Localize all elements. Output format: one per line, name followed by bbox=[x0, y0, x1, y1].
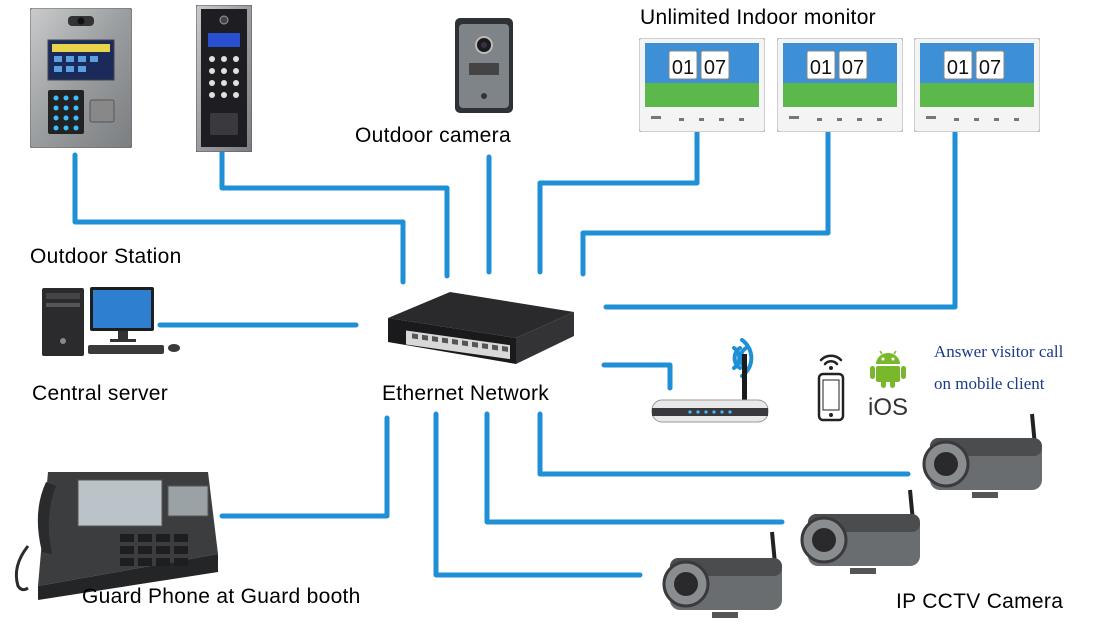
cable-monitor-3 bbox=[603, 130, 958, 310]
monitor-1-clock-minute: 07 bbox=[704, 57, 726, 79]
cctv-camera-2-icon bbox=[800, 489, 920, 574]
outdoor-station-label: Outdoor Station bbox=[30, 245, 182, 268]
ip-cctv-label: IP CCTV Camera bbox=[896, 590, 1064, 613]
central-server-pc-icon bbox=[42, 287, 180, 356]
guard-phone-label: Guard Phone at Guard booth bbox=[82, 585, 361, 608]
indoor-monitor-3-icon: 01 07 bbox=[914, 38, 1040, 132]
smartphone-icon bbox=[817, 354, 845, 422]
outdoor-station-keypad-icon bbox=[196, 5, 252, 152]
ethernet-switch-icon bbox=[388, 292, 574, 364]
outdoor-station-panel-icon bbox=[30, 8, 132, 148]
outdoor-camera-icon bbox=[455, 18, 513, 113]
cable-outdoor-station-1 bbox=[72, 152, 406, 285]
mobile-note-line2: on mobile client bbox=[934, 374, 1045, 393]
android-icon bbox=[870, 350, 906, 388]
cable-cctv-1 bbox=[433, 411, 643, 578]
wifi-router-icon bbox=[651, 338, 769, 423]
cctv-camera-3-icon bbox=[662, 531, 782, 618]
central-server-label: Central server bbox=[32, 382, 169, 405]
cctv-camera-1-icon bbox=[922, 413, 1042, 498]
cable-cctv-2 bbox=[484, 411, 785, 525]
cable-cctv-3 bbox=[537, 411, 911, 477]
monitor-2-clock-hour: 01 bbox=[810, 57, 832, 79]
monitor-3-clock-hour: 01 bbox=[947, 57, 969, 79]
indoor-monitor-label: Unlimited Indoor monitor bbox=[640, 6, 876, 29]
cable-monitor-1 bbox=[537, 130, 700, 275]
outdoor-camera-label: Outdoor camera bbox=[355, 124, 511, 147]
ethernet-network-label: Ethernet Network bbox=[382, 382, 550, 405]
cable-outdoor-station-2 bbox=[219, 149, 450, 279]
cable-monitor-2 bbox=[580, 130, 831, 277]
ios-text: iOS bbox=[868, 394, 908, 420]
cable-router bbox=[601, 362, 673, 391]
indoor-monitor-2-icon: 01 07 bbox=[777, 38, 903, 132]
cable-guard-phone bbox=[219, 415, 390, 519]
guard-phone-icon bbox=[14, 472, 218, 600]
monitor-1-clock-hour: 01 bbox=[672, 57, 694, 79]
mobile-note-line1: Answer visitor call bbox=[934, 342, 1064, 361]
monitor-2-clock-minute: 07 bbox=[842, 57, 864, 79]
indoor-monitor-1-icon: 01 07 bbox=[639, 38, 765, 132]
monitor-3-clock-minute: 07 bbox=[979, 57, 1001, 79]
ios-logo-icon: iOS bbox=[868, 394, 908, 420]
